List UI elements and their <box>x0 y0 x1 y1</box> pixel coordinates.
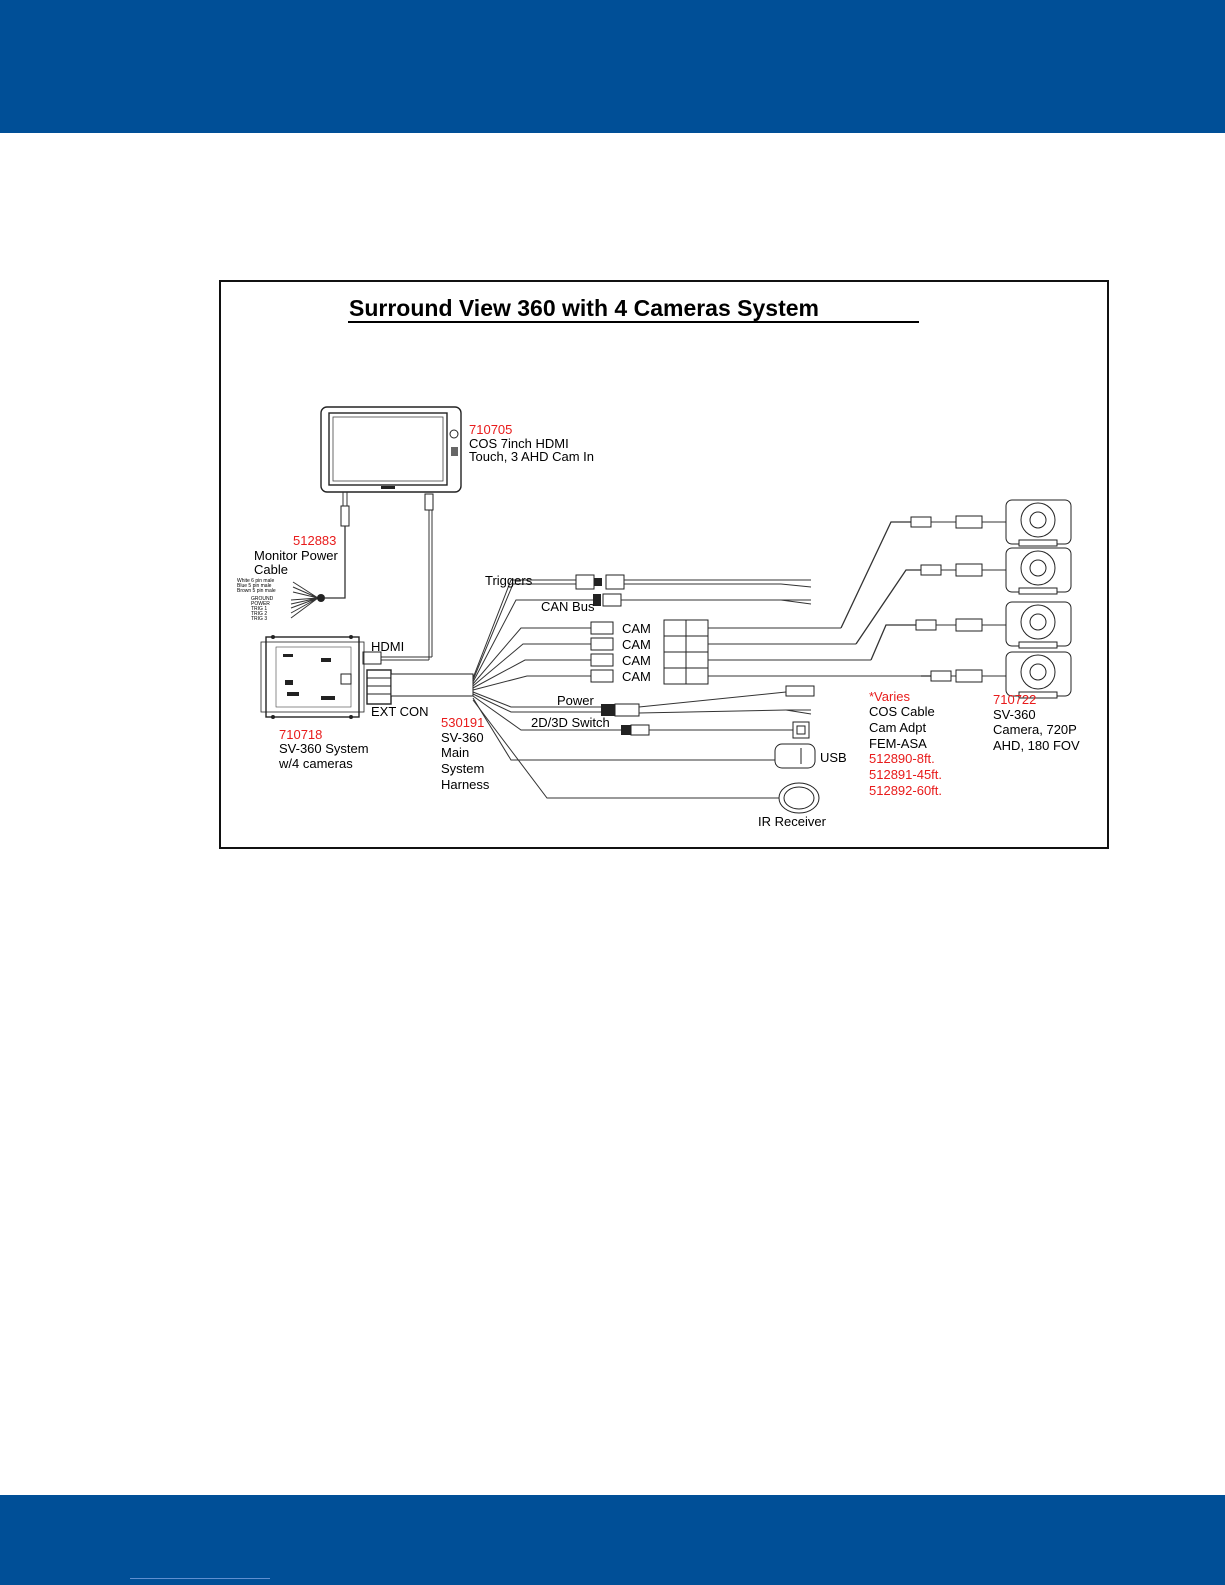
cable-varies-note: *Varies <box>869 689 910 704</box>
power-cable-desc-line1: Monitor Power <box>254 548 338 563</box>
ext-con-label: EXT CON <box>371 704 429 719</box>
wire-label: POWER <box>251 601 270 607</box>
power-cable-wire-labels: White 6 pin male Blue 5 pin male Brown 5… <box>237 578 276 622</box>
diagram-title: Surround View 360 with 4 Cameras System <box>349 295 819 321</box>
camera-desc-line1: SV-360 <box>993 707 1036 722</box>
wire-label: White 6 pin male <box>237 578 274 584</box>
cable-option-2: 512891-45ft. <box>869 767 942 782</box>
cam-label: CAM <box>622 621 651 636</box>
header-band <box>0 0 1225 133</box>
power-connector <box>601 685 815 717</box>
wire-label: TRIG 1 <box>251 606 267 612</box>
system-part-number: 710718 <box>279 727 322 742</box>
system-box <box>260 635 365 719</box>
cable-desc-line3: FEM-ASA <box>869 736 927 751</box>
system-desc-line1: SV-360 System <box>279 741 369 756</box>
footer-accent-line <box>130 1578 270 1579</box>
switch-label: 2D/3D Switch <box>531 715 610 730</box>
wire-label: TRIG 3 <box>251 616 267 622</box>
camera-4 <box>1005 651 1072 699</box>
harness-desc-line2: Main <box>441 745 469 760</box>
hdmi-cable <box>362 493 434 665</box>
power-cable-desc-line2: Cable <box>254 562 288 577</box>
trigger-connectors <box>575 574 812 590</box>
harness-fanout <box>472 579 781 799</box>
monitor-power-cable <box>290 492 350 619</box>
can-bus-connectors <box>593 593 812 607</box>
diagram-frame: Surround View 360 with 4 Cameras System … <box>219 280 1109 849</box>
ext-con-connector <box>366 669 474 705</box>
footer-band <box>0 1495 1225 1585</box>
monitor-desc-line1: COS 7inch HDMI <box>469 436 569 451</box>
power-label: Power <box>557 693 595 708</box>
harness-desc-line1: SV-360 <box>441 730 484 745</box>
harness-desc-line4: Harness <box>441 777 490 792</box>
harness-desc-line3: System <box>441 761 484 776</box>
monitor-desc-line2: Touch, 3 AHD Cam In <box>469 449 594 464</box>
cam-connector-row-4 <box>590 667 921 685</box>
usb-connector <box>774 743 816 769</box>
camera-desc-line3: AHD, 180 FOV <box>993 738 1080 753</box>
can-bus-label: CAN Bus <box>541 599 595 614</box>
switch-connector <box>621 721 810 739</box>
hdmi-label: HDMI <box>371 639 404 654</box>
power-cable-part-number: 512883 <box>293 533 336 548</box>
harness-part-number: 530191 <box>441 715 484 730</box>
cam-label: CAM <box>622 653 651 668</box>
camera-extension-cables <box>840 515 1006 683</box>
wire-label: Brown 5 pin male <box>237 588 276 594</box>
triggers-label: Triggers <box>485 573 533 588</box>
cable-option-1: 512890-8ft. <box>869 751 935 766</box>
cam-connector-row-1 <box>590 619 841 637</box>
wiring-diagram: Surround View 360 with 4 Cameras System … <box>237 295 1080 829</box>
monitor-part-number: 710705 <box>469 422 512 437</box>
camera-1 <box>1005 499 1072 547</box>
usb-label: USB <box>820 750 847 765</box>
cable-option-3: 512892-60ft. <box>869 783 942 798</box>
ir-receiver-label: IR Receiver <box>758 814 827 829</box>
cable-desc-line2: Cam Adpt <box>869 720 926 735</box>
camera-desc-line2: Camera, 720P <box>993 722 1077 737</box>
monitor-unit <box>320 406 462 493</box>
camera-2 <box>1005 547 1072 595</box>
camera-3 <box>1005 601 1072 649</box>
cam-label: CAM <box>622 669 651 684</box>
ir-receiver <box>778 782 820 814</box>
cable-desc-line1: COS Cable <box>869 704 935 719</box>
wire-label: GROUND <box>251 596 274 602</box>
wire-label: TRIG 2 <box>251 611 267 617</box>
wire-label: Blue 5 pin male <box>237 583 272 589</box>
system-desc-line2: w/4 cameras <box>278 756 353 771</box>
camera-part-number: 710722 <box>993 692 1036 707</box>
cam-label: CAM <box>622 637 651 652</box>
